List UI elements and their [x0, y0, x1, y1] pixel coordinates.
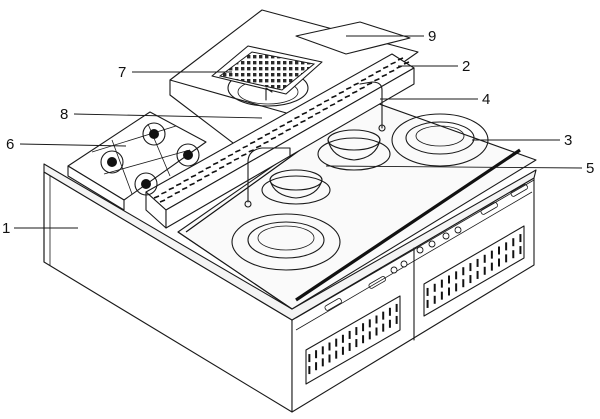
- vent-slots: [153, 57, 410, 203]
- vent-slot: [368, 73, 374, 78]
- vent-slot: [241, 153, 247, 157]
- control-knobs: [324, 184, 528, 311]
- back-panel: [295, 21, 411, 55]
- vent-slot: [307, 115, 314, 120]
- callout-label-3: 3: [564, 132, 572, 149]
- vent-slot: [323, 99, 330, 103]
- callout-label-6: 6: [6, 136, 14, 153]
- vent-slot: [314, 111, 321, 115]
- burner-rings: [100, 122, 200, 196]
- callout-label-7: 7: [118, 64, 126, 81]
- vent-slot: [270, 136, 277, 141]
- vent-slot: [161, 191, 167, 195]
- vent-slot: [227, 153, 234, 157]
- wok-burner-front: [231, 213, 341, 271]
- vent-slot: [300, 119, 306, 124]
- callouts: 1 2 3 4 5 6 7 8 9: [2, 28, 594, 237]
- vent-slot: [374, 77, 380, 82]
- water-faucets: [244, 81, 386, 208]
- vent-slot: [248, 149, 255, 153]
- vent-slot: [196, 178, 203, 182]
- vent-slot: [294, 115, 300, 120]
- vent-slot: [218, 165, 225, 170]
- vent-slot: [397, 57, 404, 61]
- vent-slot: [220, 157, 226, 162]
- vent-slot: [396, 65, 402, 69]
- callout-label-8: 8: [60, 106, 68, 123]
- pot-rear: [317, 129, 391, 171]
- vent-slot: [345, 86, 352, 91]
- vent-slot: [285, 128, 291, 132]
- vent-slot: [190, 174, 197, 178]
- vent-slot: [204, 174, 210, 178]
- vent-slot: [286, 119, 293, 124]
- vent-slot: [212, 161, 219, 166]
- vent-slot: [337, 98, 343, 103]
- vent-slot: [235, 149, 241, 153]
- callout-label-2: 2: [462, 58, 470, 75]
- vent-slot: [183, 178, 189, 183]
- front-vent-grilles: [305, 225, 525, 385]
- vent-slot: [344, 94, 351, 99]
- vent-slot: [360, 78, 367, 82]
- vent-slot: [205, 165, 212, 170]
- grill-plate: [211, 45, 323, 95]
- vent-slot: [167, 195, 173, 199]
- vent-slot: [308, 107, 315, 111]
- vent-slot: [233, 157, 240, 161]
- vent-slot: [329, 103, 336, 107]
- vent-slot: [381, 73, 388, 78]
- callout-label-4: 4: [482, 91, 490, 108]
- vent-slot: [181, 186, 188, 191]
- cabinet-body: [43, 163, 537, 413]
- vent-slot: [198, 170, 204, 174]
- vent-slot: [366, 82, 373, 86]
- vent-slot: [211, 169, 218, 174]
- vent-slot: [351, 90, 358, 95]
- callout-label-1: 1: [2, 220, 10, 237]
- vent-slot: [226, 161, 232, 166]
- vent-slot: [174, 190, 181, 195]
- vent-slot: [388, 69, 395, 74]
- vent-slot: [257, 136, 263, 141]
- vent-slot: [316, 103, 322, 107]
- vent-slot: [153, 195, 160, 199]
- vent-slot: [242, 145, 249, 149]
- vent-slot: [278, 132, 284, 136]
- vent-slot: [272, 128, 278, 132]
- vent-slot: [168, 186, 175, 191]
- vent-slot: [255, 144, 262, 149]
- vent-slot: [353, 82, 359, 86]
- vent-slot: [189, 182, 195, 187]
- vent-slot: [403, 61, 410, 65]
- vent-slot: [264, 132, 271, 137]
- vent-slot: [322, 107, 328, 111]
- vent-slot: [263, 140, 269, 145]
- gas-range: [67, 111, 207, 211]
- vent-slot: [390, 61, 396, 65]
- vent-slot: [359, 86, 365, 90]
- vent-slot: [279, 124, 285, 128]
- vent-slot: [331, 94, 337, 99]
- callout-label-9: 9: [428, 28, 436, 45]
- vent-slot: [175, 182, 182, 187]
- callout-label-5: 5: [586, 160, 594, 177]
- vent-slot: [159, 199, 166, 203]
- vent-slot: [375, 69, 382, 74]
- vent-slot: [338, 90, 345, 95]
- vent-slot: [382, 65, 389, 70]
- pot-front: [261, 169, 331, 205]
- vent-slot: [249, 140, 256, 145]
- vent-slot: [301, 111, 308, 116]
- vent-slot: [292, 123, 299, 128]
